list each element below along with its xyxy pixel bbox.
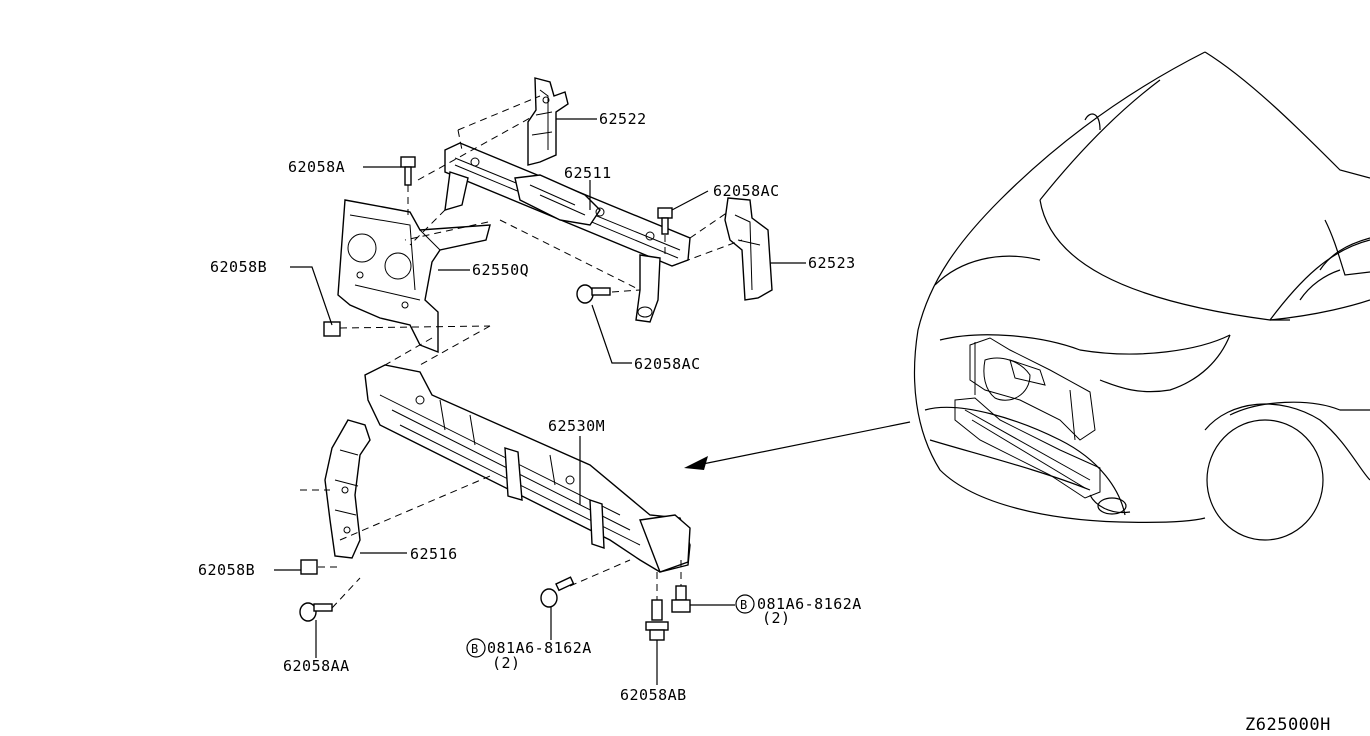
- bolt-62058AC-top: [657, 207, 673, 235]
- bolt-62058AB: [645, 599, 669, 641]
- vehicle-outline: [684, 51, 1370, 541]
- assembly-lines: [300, 95, 743, 609]
- label-62058B-bottom: 62058B: [198, 561, 255, 579]
- bolt-62058AA: [299, 602, 333, 622]
- bolt-081A6-left: [540, 576, 575, 608]
- label-081A6-left: 081A6-8162A: [487, 639, 592, 657]
- label-62511: 62511: [564, 164, 612, 182]
- bolt-081A6-right: [671, 585, 691, 613]
- label-081A6-right: 081A6-8162A: [757, 595, 862, 613]
- label-62522: 62522: [599, 110, 647, 128]
- label-62530M: 62530M: [548, 417, 605, 435]
- label-081A6-right-qty: (2): [762, 609, 791, 627]
- bolt-62058AC-bottom: [576, 284, 611, 304]
- label-62550Q: 62550Q: [472, 261, 529, 279]
- label-081A6-left-qty: (2): [492, 654, 521, 672]
- bolt-marker-right-letter: B: [740, 598, 748, 612]
- leader-lines: [274, 118, 806, 685]
- bolt-marker-right: [735, 594, 755, 614]
- part-62522: [527, 77, 569, 166]
- bolt-marker-left-letter: B: [471, 642, 479, 656]
- part-62511: [444, 142, 691, 323]
- label-62516: 62516: [410, 545, 458, 563]
- nut-62058B-bottom: [300, 559, 318, 575]
- label-62058AC-top: 62058AC: [713, 182, 780, 200]
- label-62058AC-bottom: 62058AC: [634, 355, 701, 373]
- bolt-marker-left: [466, 638, 486, 658]
- bolt-62058A: [400, 156, 416, 186]
- label-62523: 62523: [808, 254, 856, 272]
- label-62058B-top: 62058B: [210, 258, 267, 276]
- part-62550Q: [337, 199, 491, 354]
- part-62530M: [364, 364, 691, 573]
- nut-62058B-top: [323, 321, 341, 337]
- label-62058AB: 62058AB: [620, 686, 687, 704]
- label-62058A: 62058A: [288, 158, 345, 176]
- part-62523: [724, 197, 773, 301]
- part-62516: [324, 419, 371, 559]
- label-62058AA: 62058AA: [283, 657, 350, 675]
- installed-core-support: [954, 337, 1101, 499]
- diagram-id: Z625000H: [1245, 715, 1331, 735]
